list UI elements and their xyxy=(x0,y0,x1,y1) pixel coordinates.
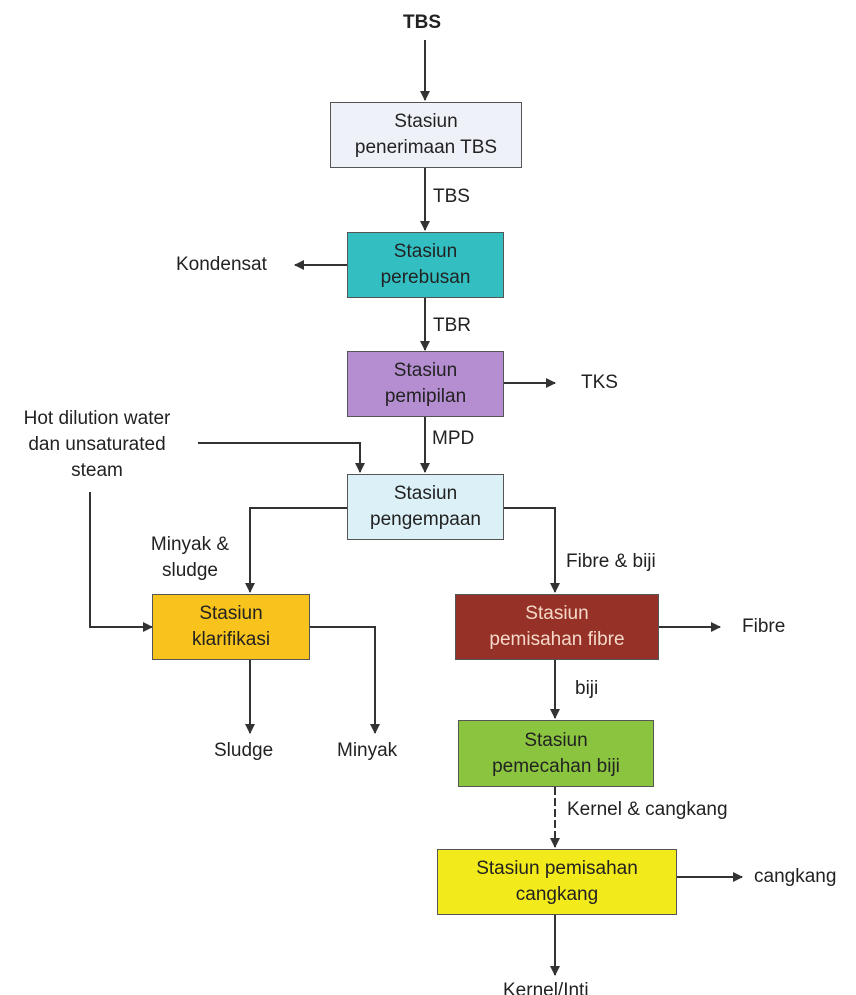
station-klarifikasi-line1: Stasiun xyxy=(199,603,263,624)
label-kernel-cangkang: Kernel & cangkang xyxy=(567,799,728,820)
hot-dilution-line3: steam xyxy=(71,460,123,481)
label-tks: TKS xyxy=(581,372,618,393)
station-perebusan-line2: perebusan xyxy=(380,267,471,288)
station-pemipilan: Stasiun pemipilan xyxy=(347,351,504,417)
label-kondensat: Kondensat xyxy=(176,254,267,275)
arrow-hot-dilution xyxy=(198,442,365,473)
label-minyak: Minyak xyxy=(337,740,398,761)
station-pemisahan-cangkang: Stasiun pemisahan cangkang xyxy=(437,849,677,915)
station-pengempaan-line2: pengempaan xyxy=(370,509,481,530)
label-flow-mpd: MPD xyxy=(432,428,475,449)
station-klarifikasi-line2: klarifikasi xyxy=(191,629,271,650)
minyak-sludge-line2: sludge xyxy=(162,560,218,581)
hot-dilution-line1: Hot dilution water xyxy=(23,408,171,429)
station-penerimaan-line2: penerimaan TBS xyxy=(354,137,498,158)
label-tbs-input: TBS xyxy=(403,12,441,33)
arrow-steam-to-klarifikasi xyxy=(89,492,153,632)
station-pengempaan: Stasiun pengempaan xyxy=(347,474,504,540)
station-pemecahan-biji-line1: Stasiun xyxy=(524,729,588,751)
label-hot-dilution-water: Hot dilution water dan unsaturated steam xyxy=(2,406,192,484)
minyak-sludge-line1: Minyak & xyxy=(150,534,230,555)
hot-dilution-line2: dan unsaturated xyxy=(28,434,166,455)
station-klarifikasi: Stasiun klarifikasi xyxy=(152,594,310,660)
station-pemipilan-line2: pemipilan xyxy=(384,386,467,407)
station-pemisahan-fibre-line1: Stasiun xyxy=(525,603,589,624)
station-pemisahan-cangkang-line2: cangkang xyxy=(515,884,599,905)
label-kernel-inti: Kernel/Inti xyxy=(503,980,589,995)
station-perebusan: Stasiun perebusan xyxy=(347,232,504,298)
station-pemecahan-biji: Stasiun pemecahan biji xyxy=(458,720,654,787)
station-pemisahan-fibre: Stasiun pemisahan fibre xyxy=(455,594,659,660)
label-flow-tbr: TBR xyxy=(433,315,471,336)
station-pemisahan-cangkang-line1: Stasiun pemisahan xyxy=(476,858,638,879)
station-penerimaan-line1: Stasiun xyxy=(394,111,458,132)
station-perebusan-line1: Stasiun xyxy=(393,241,458,262)
label-fibre-biji: Fibre & biji xyxy=(566,551,656,572)
station-pemisahan-fibre-line2: pemisahan fibre xyxy=(489,629,625,650)
station-penerimaan-tbs: Stasiun penerimaan TBS xyxy=(330,102,522,168)
label-cangkang: cangkang xyxy=(754,866,837,887)
label-biji: biji xyxy=(575,678,599,699)
station-pemecahan-biji-line2: pemecahan biji xyxy=(492,755,620,777)
label-fibre: Fibre xyxy=(742,616,786,637)
label-sludge: Sludge xyxy=(214,740,274,761)
arrow-pengempaan-to-pemisahan-fibre xyxy=(504,507,560,593)
arrow-pengempaan-to-klarifikasi xyxy=(245,507,347,593)
label-flow-tbs: TBS xyxy=(433,186,470,207)
station-pengempaan-line1: Stasiun xyxy=(393,483,458,504)
arrow-minyak xyxy=(310,626,380,734)
station-pemipilan-line1: Stasiun xyxy=(393,360,458,381)
label-minyak-sludge: Minyak & sludge xyxy=(140,532,240,584)
